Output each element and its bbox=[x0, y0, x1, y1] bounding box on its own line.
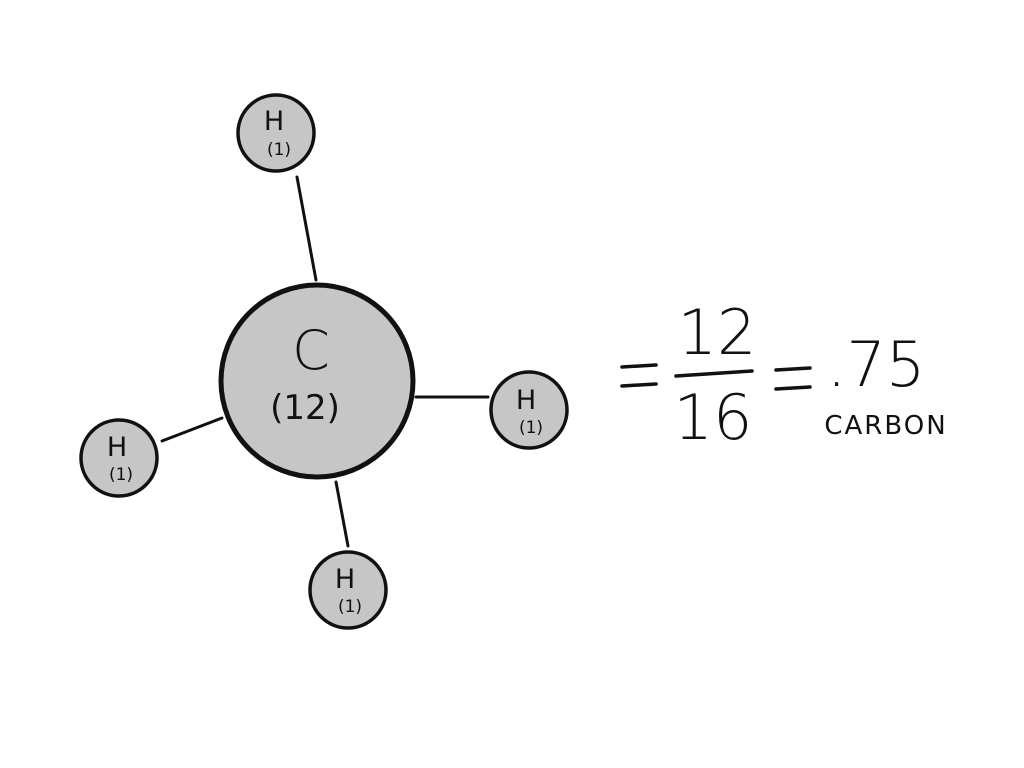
hydrogen-atom-bottom: H (1) bbox=[308, 550, 388, 630]
bond-top bbox=[295, 175, 318, 282]
bond-bottom bbox=[334, 480, 350, 548]
hydrogen-mass: (1) bbox=[519, 418, 543, 438]
hydrogen-mass: (1) bbox=[267, 140, 291, 160]
hydrogen-symbol: H bbox=[516, 385, 536, 416]
carbon-atom: C (12) bbox=[218, 282, 416, 480]
hydrogen-symbol: H bbox=[107, 432, 127, 463]
hydrogen-symbol: H bbox=[335, 564, 355, 595]
equals-sign-first bbox=[620, 363, 658, 388]
hydrogen-mass: (1) bbox=[338, 597, 362, 617]
hydrogen-atom-top: H (1) bbox=[236, 93, 316, 173]
carbon-mass: (12) bbox=[270, 388, 340, 428]
bond-left bbox=[160, 416, 224, 443]
fraction-bar bbox=[674, 369, 754, 378]
hydrogen-atom-left: H (1) bbox=[79, 418, 159, 498]
fraction-numerator: 12 bbox=[678, 296, 757, 369]
carbon-symbol: C bbox=[292, 319, 330, 382]
result-caption: CARBON bbox=[824, 411, 947, 441]
hydrogen-mass: (1) bbox=[109, 465, 133, 485]
equals-sign-second bbox=[774, 366, 812, 391]
fraction-denominator: 16 bbox=[674, 381, 753, 454]
hydrogen-symbol: H bbox=[264, 106, 284, 137]
result-value: .75 bbox=[827, 328, 926, 401]
hydrogen-atom-right: H (1) bbox=[489, 370, 569, 450]
fraction: 12 16 bbox=[674, 296, 757, 454]
